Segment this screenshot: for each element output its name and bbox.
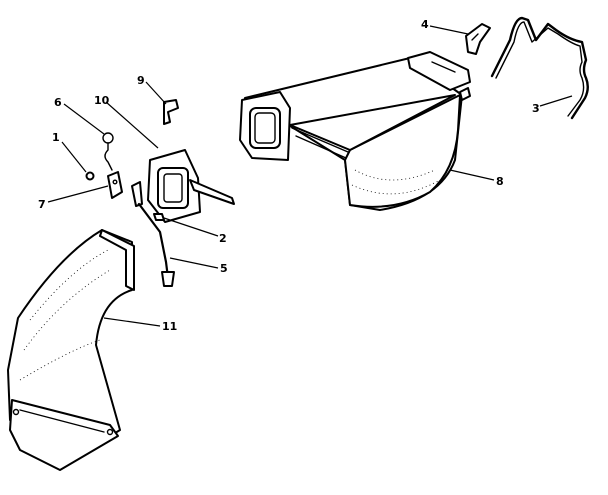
leader-5 [169, 257, 219, 269]
leader-7 [47, 185, 109, 203]
callout-3: 3 [532, 102, 540, 115]
callout-11: 11 [162, 320, 177, 333]
callout-6: 6 [54, 96, 62, 109]
leader-3 [539, 95, 573, 107]
part-2-screw [153, 213, 165, 221]
callout-5: 5 [220, 262, 228, 275]
leader-6 [63, 103, 105, 135]
callout-2: 2 [219, 232, 227, 245]
part-4-clip [465, 23, 491, 55]
part-6-spring-hook [102, 132, 114, 171]
part-7-latch [107, 171, 123, 199]
part-8-housing [239, 51, 471, 211]
leader-9 [145, 81, 167, 105]
leader-4 [429, 25, 469, 35]
part-1-nut [85, 171, 95, 181]
callout-4: 4 [421, 18, 429, 31]
callout-10: 10 [94, 94, 110, 107]
part-5-rod [131, 181, 175, 287]
leader-1 [61, 141, 87, 173]
leader-lines [47, 25, 573, 327]
leader-2 [163, 217, 219, 237]
leader-10 [105, 101, 159, 149]
part-10-flange [147, 149, 235, 223]
leader-11 [103, 317, 161, 327]
leader-8 [449, 169, 495, 181]
callout-8: 8 [496, 175, 504, 188]
callout-labels: 1 2 3 4 5 6 7 8 9 10 11 [38, 18, 540, 333]
callout-7: 7 [38, 198, 46, 211]
part-9-hook [163, 99, 179, 125]
callout-9: 9 [137, 74, 145, 87]
part-3-wire-rod [490, 16, 589, 120]
part-11-chute [7, 229, 135, 471]
callout-1: 1 [52, 131, 60, 144]
